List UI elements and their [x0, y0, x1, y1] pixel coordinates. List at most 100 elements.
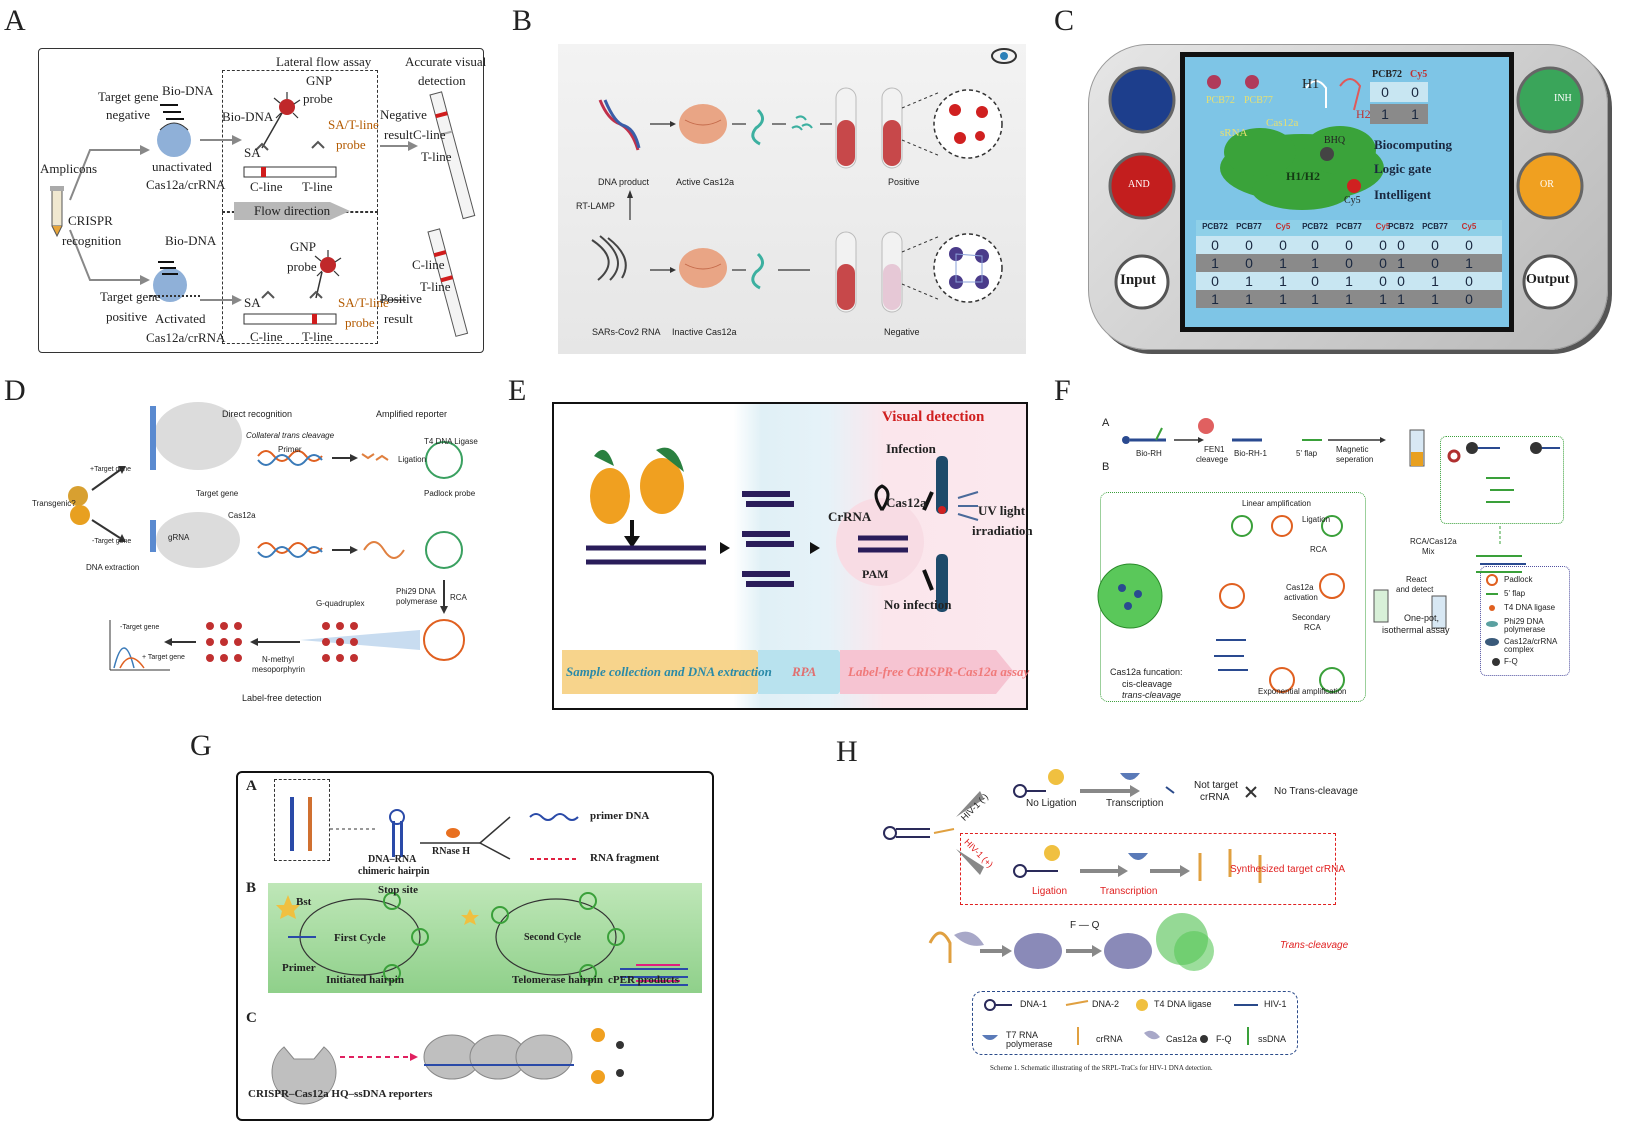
cy5-label: Cy5 — [1344, 195, 1361, 206]
truth-table-cell: 0 — [1311, 237, 1319, 253]
accurate-line2: detection — [418, 73, 466, 88]
sa-label-bottom: SA — [244, 295, 261, 310]
exponential-label: Exponential amplification — [1258, 687, 1347, 696]
fen1-line1: FEN1 — [1204, 445, 1225, 454]
ligation-red-label: Ligation — [1032, 886, 1068, 897]
truth-table-cell: 1 — [1431, 291, 1439, 307]
rca-mix-line1: RCA/Cas12a — [1410, 537, 1457, 546]
truth-table-cell: 1 — [1345, 291, 1353, 307]
recognition-label: recognition — [62, 233, 122, 248]
legend-cas12a-h: Cas12a — [1166, 1034, 1198, 1044]
truth-table-cell: 1 — [1279, 255, 1287, 271]
tline-bot: T-line — [302, 329, 333, 344]
truth-table-cell: 0 — [1311, 273, 1319, 289]
truth-table-cell: 0 — [1211, 273, 1219, 289]
output-button[interactable]: Output — [1526, 272, 1570, 287]
small-table-cell: 0 — [1411, 84, 1419, 100]
legend-fq-h: F-Q — [1216, 1034, 1232, 1044]
truth-table-cell: 0 — [1345, 237, 1353, 253]
truth-table-cell: 1 — [1311, 291, 1319, 307]
truth-table-cell: 1 — [1465, 255, 1473, 271]
truth-table-cell: 0 — [1379, 237, 1387, 253]
sub-a-label-g: A — [246, 778, 257, 794]
pcb77-label: PCB77 — [1244, 95, 1273, 106]
truth-table-cell: 0 — [1465, 291, 1473, 307]
h1h2-label: H1/H2 — [1286, 169, 1321, 183]
react-line1: React — [1406, 575, 1427, 584]
transcription-top-label: Transcription — [1106, 798, 1164, 809]
cas12a-label-d: Cas12a — [228, 511, 256, 520]
small-table-cell: 0 — [1381, 84, 1389, 100]
truth-table-cell: 0 — [1379, 273, 1387, 289]
truth-table-header: Cy5 — [1461, 222, 1477, 231]
amplicons-label: Amplicons — [40, 161, 98, 176]
panel-letter-g: G — [190, 729, 212, 762]
activated-line1: Activated — [155, 311, 206, 326]
rnase-label: RNase H — [432, 846, 471, 857]
dna-extraction-label: DNA extraction — [86, 563, 140, 572]
cline-top: C-line — [250, 179, 283, 194]
target-positive-line1: Target gene — [100, 289, 161, 304]
or-gate-button[interactable]: OR — [1540, 179, 1554, 190]
legend-crrna: crRNA — [1096, 1034, 1123, 1044]
negative-label: Negative — [884, 327, 920, 337]
rtlamp-label: RT-LAMP — [576, 201, 615, 211]
sub-b-label: B — [1102, 461, 1110, 473]
hairpin-line1: DNA–RNA — [368, 854, 417, 865]
and-gate-button[interactable]: AND — [1128, 179, 1150, 190]
linear-label: Linear amplification — [1242, 499, 1311, 508]
panel-letter-h: H — [836, 735, 858, 768]
not-target-line1: Not target — [1194, 780, 1238, 791]
panel-b-bg — [558, 44, 1026, 354]
truth-table-cell: 0 — [1211, 237, 1219, 253]
pos-result-line1: Positive — [380, 291, 422, 306]
truth-table-header: Cy5 — [1275, 222, 1291, 231]
gnp-top-line2: probe — [303, 91, 333, 106]
sat-probe-bot-line1: SA/T-line — [338, 295, 389, 310]
collateral-label: Collateral trans cleavage — [246, 431, 335, 440]
secondary-line2: RCA — [1304, 623, 1321, 632]
legend-hiv1: HIV-1 — [1264, 999, 1287, 1009]
fq-label-h: F — Q — [1070, 920, 1100, 931]
step-label-free: Label-free CRISPR-Cas12a assay — [848, 664, 1030, 679]
truth-table-header: Cy5 — [1375, 222, 1391, 231]
onepot-line1: One-pot, — [1404, 613, 1440, 623]
stop-site-label: Stop site — [378, 884, 419, 896]
truth-table-cell: 0 — [1345, 255, 1353, 271]
transcription-red-label: Transcription — [1100, 886, 1158, 897]
input-button[interactable]: Input — [1120, 272, 1156, 288]
gquad-label: G-quadruplex — [316, 599, 365, 608]
panel-h-drawing — [883, 769, 1262, 1045]
legend-flap: 5' flap — [1504, 589, 1526, 598]
strip-tline-top: T-line — [421, 149, 452, 164]
panel-letter-d: D — [4, 374, 26, 407]
rca-label-f: RCA — [1310, 545, 1327, 554]
truth-table-cell: 1 — [1397, 255, 1405, 271]
crispr-reporters-label: CRISPR–Cas12a HQ–ssDNA reporters — [248, 1088, 433, 1100]
synth-crrna-label: Synthesized target crRNA — [1230, 864, 1346, 875]
neg-result-line2: result — [384, 127, 413, 142]
biocomputing-label: Biocomputing — [1374, 137, 1453, 152]
magnetic-line1: Magnetic — [1336, 445, 1369, 454]
cas12a-act-line2: activation — [1284, 593, 1318, 602]
activated-line2: Cas12a/crRNA — [146, 330, 226, 345]
panel-letter-b: B — [512, 4, 533, 37]
legend-cas12a: Cas12a/crRNA complex — [1504, 637, 1557, 655]
inh-gate-button[interactable]: INH — [1554, 93, 1572, 104]
legend-dna1: DNA-1 — [1020, 999, 1048, 1009]
uv-line1: UV light — [978, 503, 1026, 518]
gnp-bot-line1: GNP — [290, 239, 317, 254]
legend-fq: F-Q — [1504, 657, 1518, 666]
target-positive-line2: positive — [106, 309, 148, 324]
panel-d: D — [0, 370, 500, 710]
sub-c-label-g: C — [246, 1010, 257, 1026]
truth-table-cell: 0 — [1397, 273, 1405, 289]
gnp-top-line1: GNP — [306, 73, 333, 88]
header-cy5: Cy5 — [1410, 69, 1428, 80]
sat-probe-top-line2: probe — [336, 137, 366, 152]
pos-result-line2: result — [384, 311, 413, 326]
rca-label: RCA — [450, 593, 467, 602]
secondary-line1: Secondary — [1292, 613, 1331, 622]
srna-label: sRNA — [1220, 127, 1248, 139]
target-negative-line1: Target gene — [98, 89, 159, 104]
